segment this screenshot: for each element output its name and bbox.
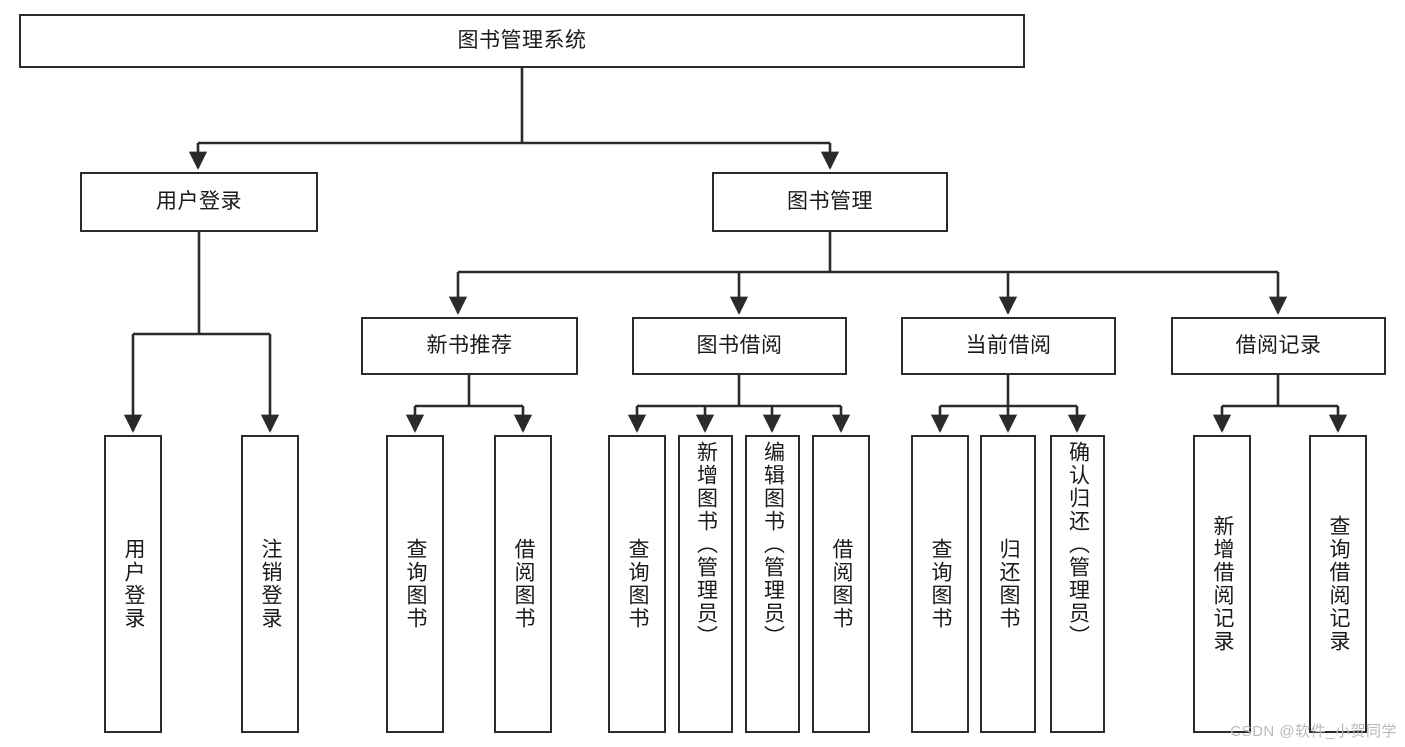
- node-leaf-add-record-label: 新增借阅记录: [1211, 515, 1235, 653]
- node-current-borrow-label: 当前借阅: [965, 334, 1052, 358]
- node-leaf-borrow-book-1-label: 借阅图书: [512, 538, 536, 630]
- node-current-borrow[interactable]: 当前借阅: [901, 317, 1116, 375]
- node-leaf-query-record[interactable]: 查询借阅记录: [1309, 435, 1367, 733]
- watermark-text: CSDN @软件_小贺同学: [1230, 723, 1397, 740]
- node-book-manage-label: 图书管理: [787, 190, 873, 214]
- node-leaf-logout-label: 注销登录: [259, 538, 283, 630]
- node-leaf-borrow-book-2-label: 借阅图书: [830, 538, 854, 630]
- node-root-label: 图书管理系统: [457, 29, 587, 53]
- node-leaf-add-record[interactable]: 新增借阅记录: [1193, 435, 1251, 733]
- node-leaf-return-book[interactable]: 归还图书: [980, 435, 1036, 733]
- node-leaf-add-book-label: 新增图书（管理员）: [694, 441, 718, 648]
- node-user-login-label: 用户登录: [156, 190, 242, 214]
- node-leaf-query-book-2[interactable]: 查询图书: [608, 435, 666, 733]
- node-new-book-rec[interactable]: 新书推荐: [361, 317, 578, 375]
- node-leaf-return-book-label: 归还图书: [997, 538, 1021, 630]
- node-leaf-user-login[interactable]: 用户登录: [104, 435, 162, 733]
- node-leaf-confirm-return-label: 确认归还（管理员）: [1066, 441, 1090, 648]
- node-leaf-edit-book[interactable]: 编辑图书（管理员）: [745, 435, 800, 733]
- node-book-manage[interactable]: 图书管理: [712, 172, 948, 232]
- node-borrow-record[interactable]: 借阅记录: [1171, 317, 1386, 375]
- node-book-borrow-label: 图书借阅: [696, 334, 783, 358]
- node-leaf-query-book-1-label: 查询图书: [404, 538, 428, 630]
- node-book-borrow[interactable]: 图书借阅: [632, 317, 847, 375]
- node-leaf-user-login-label: 用户登录: [122, 538, 146, 630]
- node-leaf-query-book-3-label: 查询图书: [929, 538, 953, 630]
- node-leaf-query-book-3[interactable]: 查询图书: [911, 435, 969, 733]
- node-leaf-confirm-return[interactable]: 确认归还（管理员）: [1050, 435, 1105, 733]
- node-leaf-query-record-label: 查询借阅记录: [1327, 515, 1351, 653]
- node-leaf-borrow-book-2[interactable]: 借阅图书: [812, 435, 870, 733]
- node-leaf-edit-book-label: 编辑图书（管理员）: [761, 441, 785, 648]
- node-user-login[interactable]: 用户登录: [80, 172, 318, 232]
- node-leaf-add-book[interactable]: 新增图书（管理员）: [678, 435, 733, 733]
- node-borrow-record-label: 借阅记录: [1235, 334, 1322, 358]
- node-root[interactable]: 图书管理系统: [19, 14, 1025, 68]
- node-leaf-logout[interactable]: 注销登录: [241, 435, 299, 733]
- node-new-book-rec-label: 新书推荐: [426, 334, 513, 358]
- node-leaf-query-book-2-label: 查询图书: [626, 538, 650, 630]
- node-leaf-query-book-1[interactable]: 查询图书: [386, 435, 444, 733]
- node-leaf-borrow-book-1[interactable]: 借阅图书: [494, 435, 552, 733]
